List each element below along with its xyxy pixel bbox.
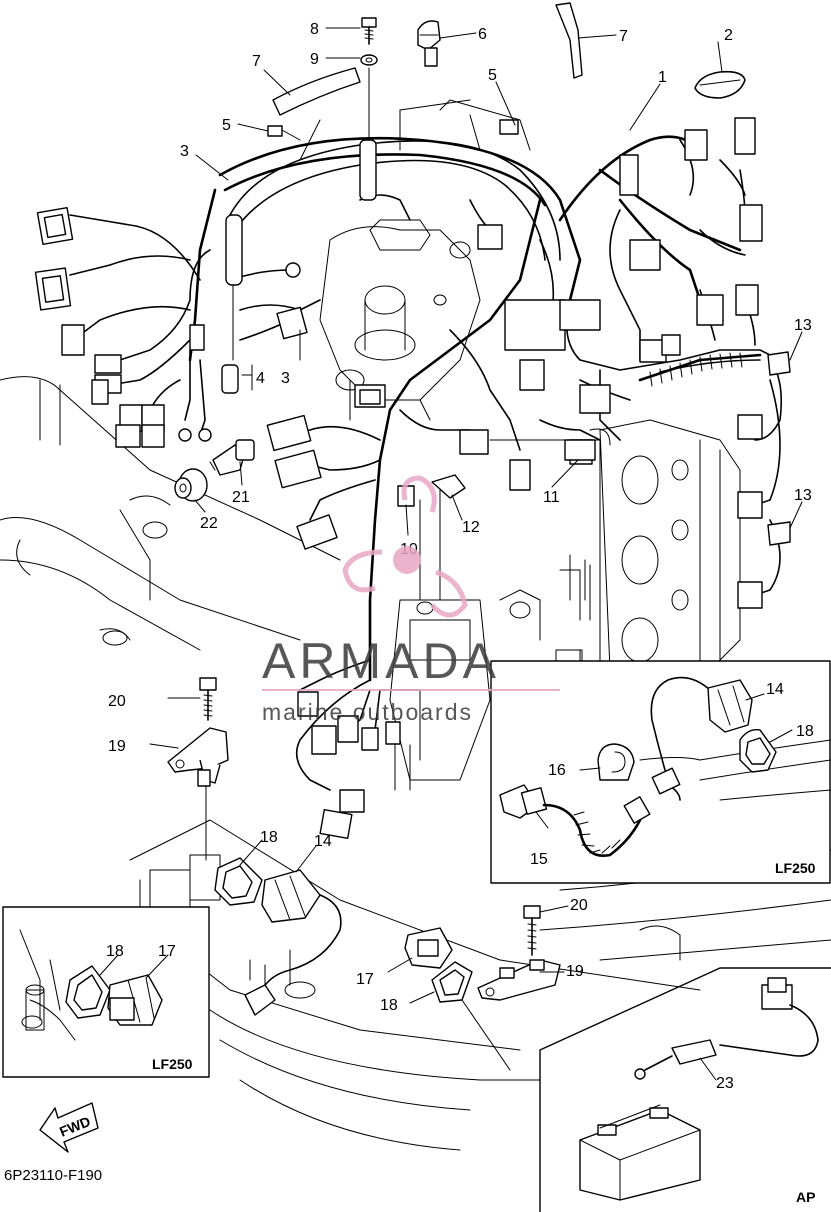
callout-16: 16 bbox=[548, 762, 566, 779]
bolt-item-20-left bbox=[199, 677, 217, 721]
callout-13-lower: 13 bbox=[794, 487, 812, 504]
callout-13-upper: 13 bbox=[794, 317, 812, 334]
callout-3-upper: 3 bbox=[180, 143, 189, 160]
washer-item-9 bbox=[360, 54, 378, 66]
inset-left-label: LF250 bbox=[152, 1056, 193, 1072]
armada-watermark: ARMADA marine outboards bbox=[262, 475, 560, 725]
inset-bottom-label: AP bbox=[796, 1189, 815, 1205]
callout-4: 4 bbox=[256, 370, 265, 387]
harness-corrugated-section bbox=[638, 352, 762, 387]
inset-lf250-right bbox=[490, 660, 831, 884]
bolt-item-20-lower bbox=[523, 905, 541, 956]
bolt-item-8 bbox=[361, 17, 377, 45]
callout-20-left: 20 bbox=[108, 693, 126, 710]
watermark-brand: ARMADA bbox=[262, 633, 500, 689]
fwd-arrow-icon: FWD bbox=[39, 1102, 99, 1153]
inset-right-label: LF250 bbox=[775, 860, 816, 876]
bracket-item-19-left bbox=[167, 727, 229, 861]
clip-item-5 bbox=[267, 119, 519, 141]
callout-18-lower: 18 bbox=[380, 997, 398, 1014]
callout-3-lower: 3 bbox=[281, 370, 290, 387]
seal-item-18-mid bbox=[214, 857, 263, 906]
grommet-item-22 bbox=[174, 468, 208, 502]
callout-20-lower: 20 bbox=[570, 897, 588, 914]
seal-item-18-lower bbox=[431, 961, 511, 1071]
callout-15: 15 bbox=[530, 851, 548, 868]
propeller-logo-icon bbox=[342, 475, 468, 618]
coupler-item-14-mid bbox=[244, 869, 342, 1016]
bracket-item-19-lower bbox=[477, 959, 561, 1001]
callout-7-left: 7 bbox=[252, 53, 261, 70]
protector-item-7-left bbox=[272, 67, 361, 116]
callout-22: 22 bbox=[200, 515, 218, 532]
diagram-code: 6P23110-F190 bbox=[4, 1167, 102, 1184]
band-item-2 bbox=[694, 70, 746, 99]
callout-5-left: 5 bbox=[222, 117, 231, 134]
connector-cluster-left bbox=[34, 206, 386, 550]
clip-item-13 bbox=[767, 351, 791, 546]
callout-14-mid: 14 bbox=[314, 833, 332, 850]
callout-19-lower: 19 bbox=[566, 963, 584, 980]
clip-11-shape bbox=[564, 439, 596, 461]
callout-21: 21 bbox=[232, 489, 250, 506]
clamp-item-6 bbox=[417, 20, 441, 67]
callout-23: 23 bbox=[716, 1075, 734, 1092]
callout-18-inset: 18 bbox=[796, 723, 814, 740]
callout-1: 1 bbox=[658, 69, 667, 86]
watermark-tagline: marine outboards bbox=[262, 699, 473, 725]
callout-14-inset: 14 bbox=[766, 681, 784, 698]
sensor-item-21 bbox=[209, 439, 255, 476]
callout-6: 6 bbox=[478, 26, 487, 43]
callout-11: 11 bbox=[543, 489, 560, 506]
clip-items-10-11-12 bbox=[397, 428, 611, 507]
callout-5-right: 5 bbox=[488, 67, 497, 84]
callout-7-right: 7 bbox=[619, 28, 628, 45]
callout-18-left-inset: 18 bbox=[106, 943, 124, 960]
callout-2: 2 bbox=[724, 27, 733, 44]
callout-labels: 8 9 6 7 2 7 5 1 5 3 4 3 13 13 10 12 11 2… bbox=[106, 21, 814, 1092]
inset-ap-bottom bbox=[539, 967, 831, 1212]
callout-8: 8 bbox=[310, 21, 319, 38]
callout-12: 12 bbox=[462, 519, 480, 536]
clip-12-shape bbox=[431, 474, 466, 499]
protector-item-7-right bbox=[555, 2, 583, 79]
engine-center-assembly bbox=[319, 219, 481, 421]
inset-lf250-left bbox=[2, 906, 210, 1078]
callout-18-mid: 18 bbox=[260, 829, 278, 846]
switch-item-17-lower bbox=[404, 927, 453, 969]
leader-lines bbox=[99, 27, 803, 1081]
sleeve-item-3-4 bbox=[221, 67, 377, 394]
callout-17-left-inset: 17 bbox=[158, 943, 176, 960]
callout-19-left: 19 bbox=[108, 738, 126, 755]
callout-9: 9 bbox=[310, 51, 319, 68]
callout-17-lower: 17 bbox=[356, 971, 374, 988]
harness-bracket-ring bbox=[229, 99, 561, 261]
